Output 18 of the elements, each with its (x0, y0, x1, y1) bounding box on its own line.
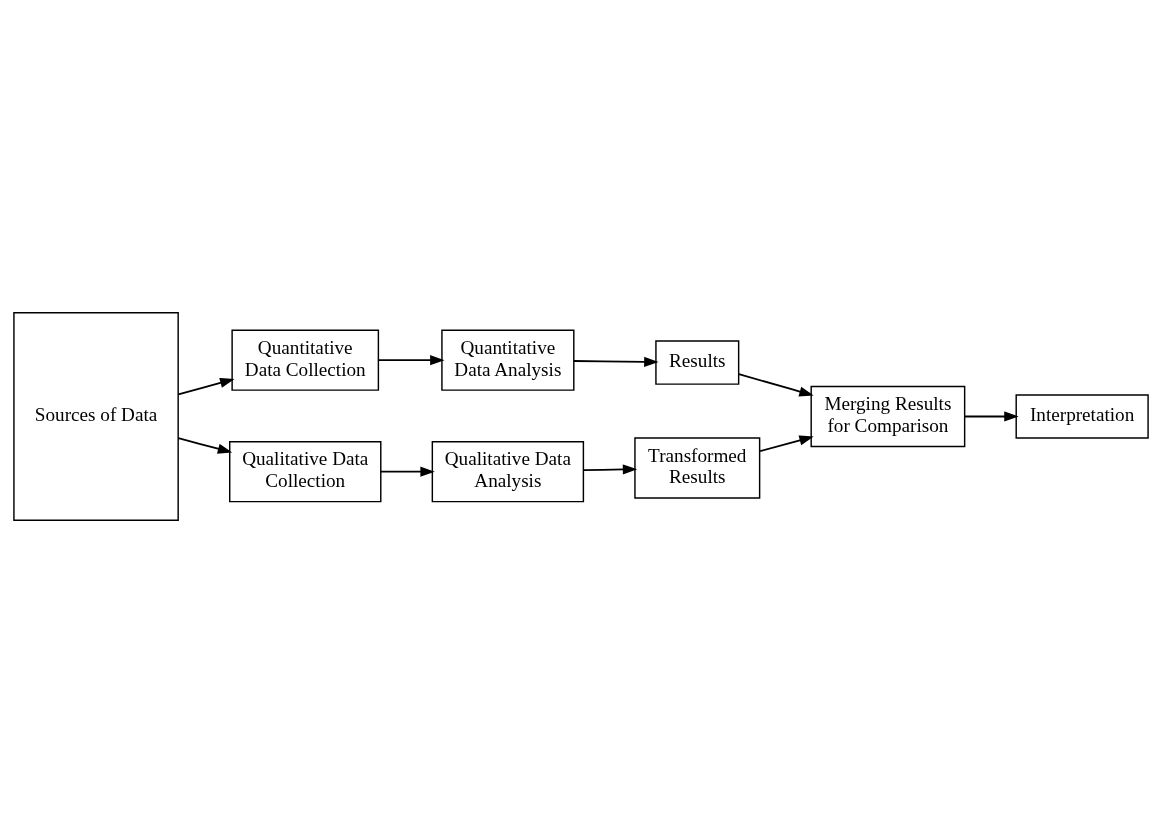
arrow (759, 435, 814, 453)
node-box: Quantitative Data Collection (231, 329, 380, 391)
arrow (177, 437, 233, 454)
arrow (377, 355, 445, 366)
node-box: Qualitative Data Analysis (431, 440, 585, 503)
node-box: Qualitative Data Collection (229, 440, 382, 503)
arrow (737, 373, 814, 397)
arrow (177, 378, 235, 396)
node-box: Quantitative Data Analysis (441, 329, 575, 391)
node-box: Sources of Data (13, 312, 179, 521)
arrow (582, 464, 638, 475)
arrow (573, 356, 659, 367)
node-box: Interpretation (1015, 394, 1149, 439)
node-box: Merging Results for Comparison (810, 385, 966, 448)
arrow (380, 466, 435, 477)
node-box: Results (655, 340, 740, 385)
node-box: Transformed Results (634, 437, 761, 499)
arrow (964, 411, 1019, 422)
